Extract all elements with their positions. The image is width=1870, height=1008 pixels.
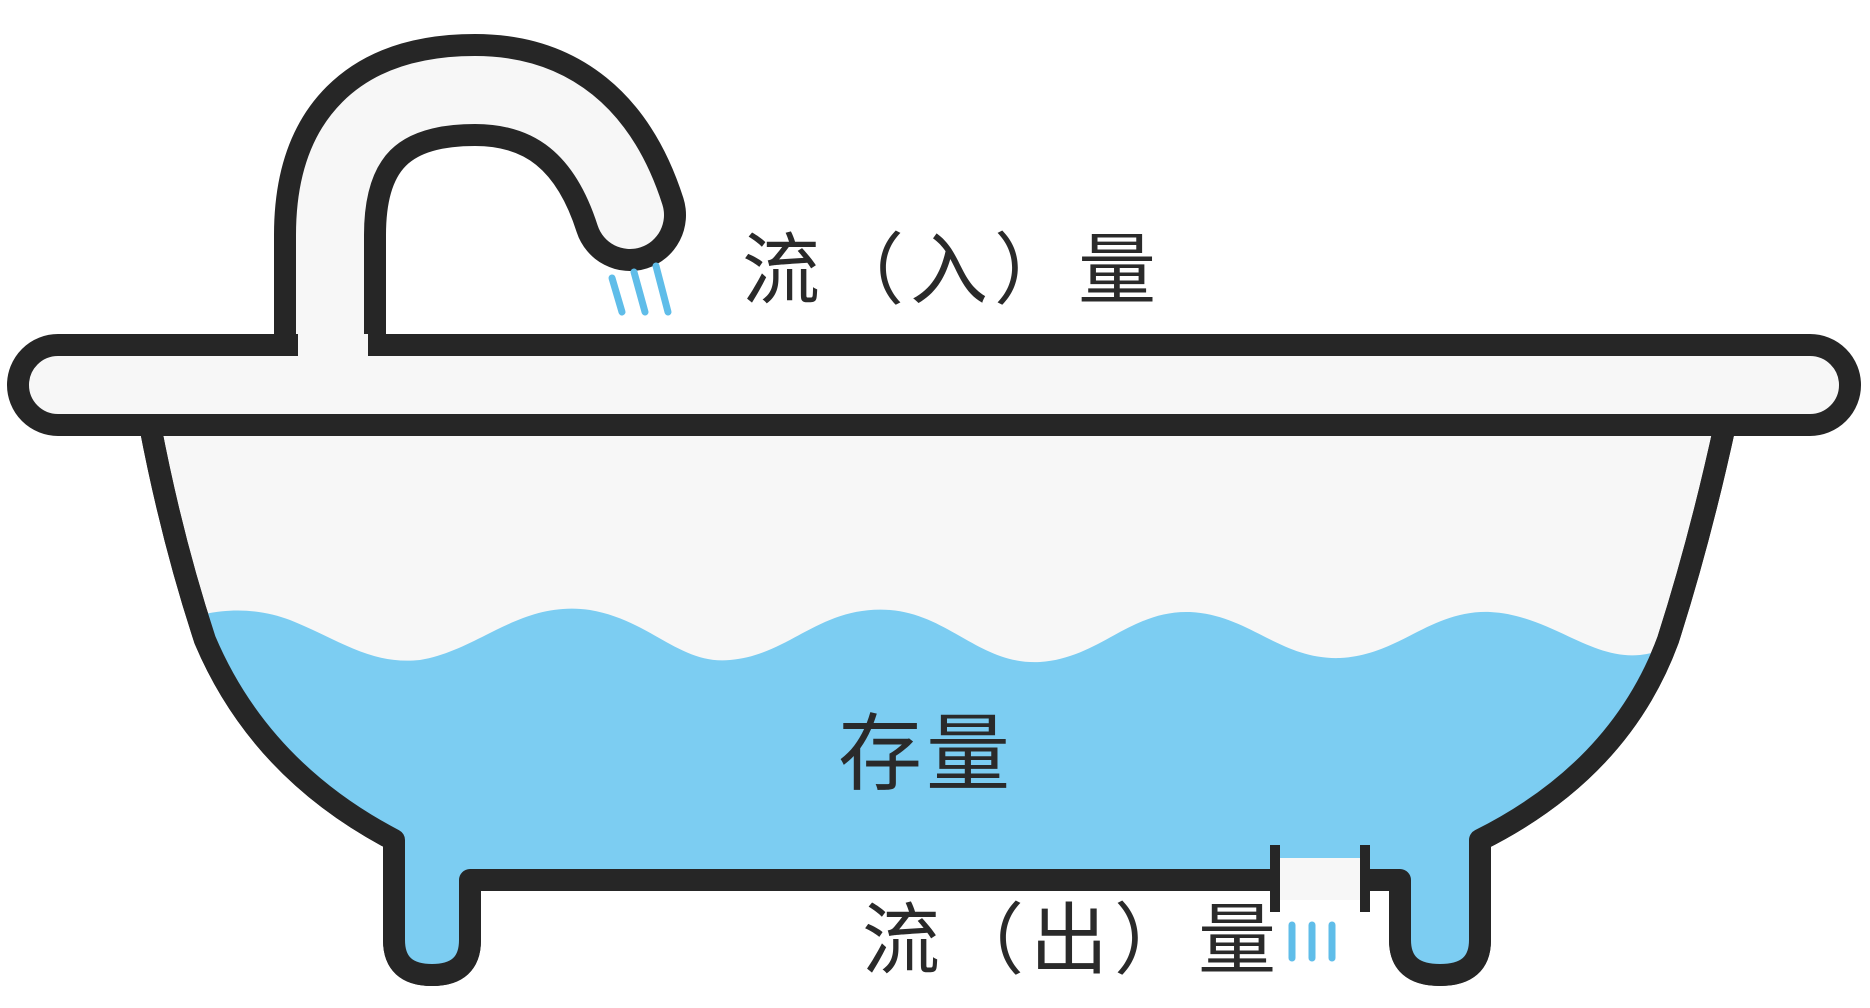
inflow-stream-icon [608, 262, 672, 316]
stock-label: 存量 [838, 705, 1015, 803]
drain-pipe-icon [1270, 845, 1400, 912]
inflow-label: 流（入）量 [742, 226, 1163, 316]
outflow-label: 流（出）量 [862, 896, 1283, 986]
faucet-icon [274, 34, 686, 401]
outflow-stream-icon [1288, 921, 1336, 962]
